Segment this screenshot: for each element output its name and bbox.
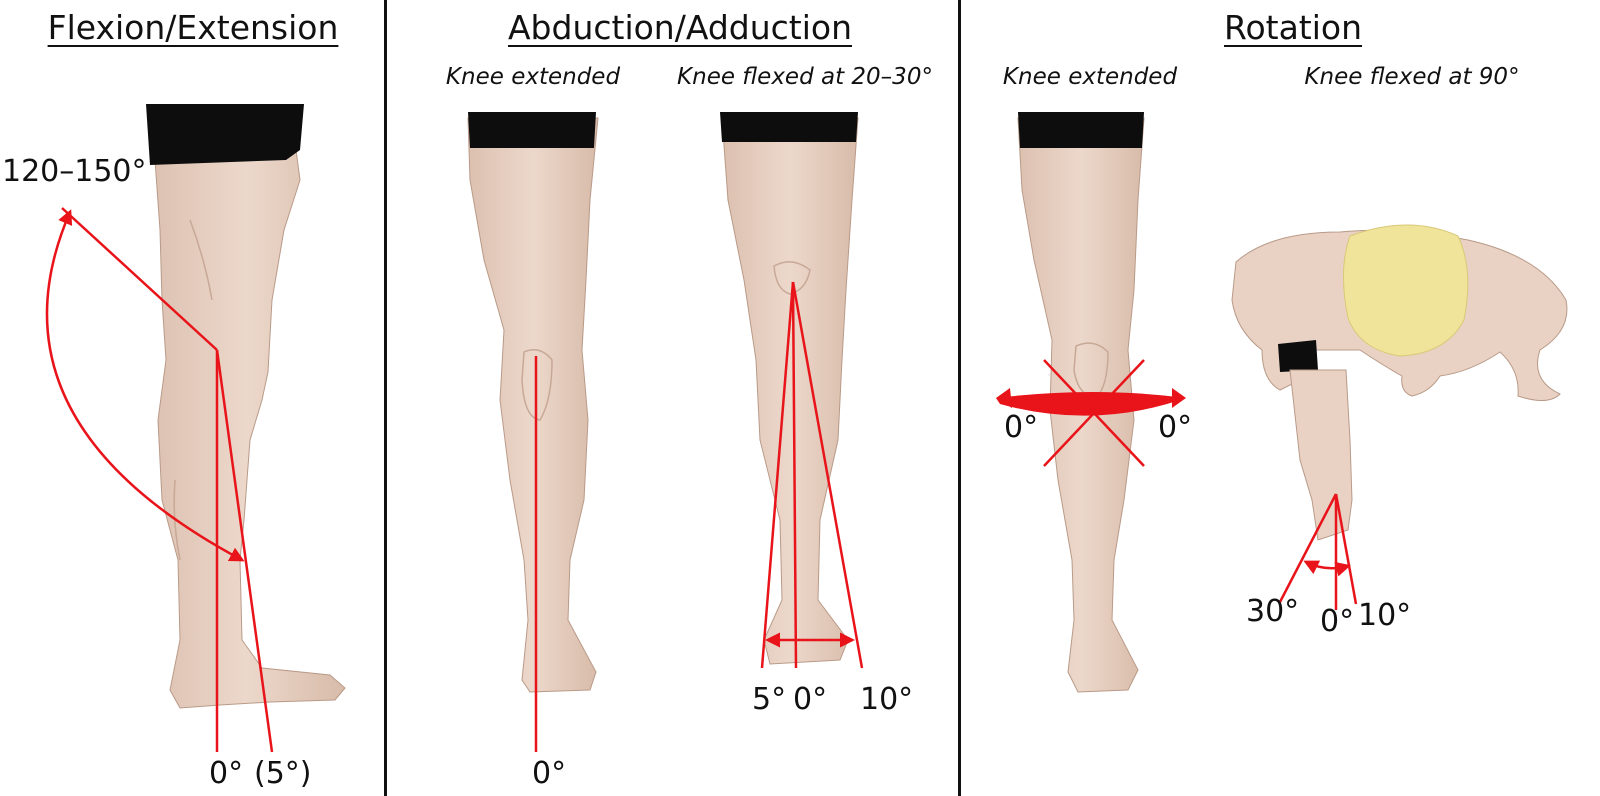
divider-left bbox=[384, 0, 387, 796]
divider-right bbox=[958, 0, 961, 796]
abduction-flexed-center-label: 0° bbox=[793, 682, 828, 717]
internal-rotation-line bbox=[1334, 493, 1358, 605]
panel-title-flexion: Flexion/Extension bbox=[47, 8, 339, 47]
abduction-line bbox=[760, 281, 795, 669]
rotation-extended-right-label: 0° bbox=[1158, 410, 1193, 445]
panel-title-rotation: Rotation bbox=[1223, 8, 1363, 47]
rotation-flexed-center-label: 0° bbox=[1320, 604, 1355, 639]
leg-front-view-icon bbox=[467, 112, 599, 752]
abduction-extended-label: 0° bbox=[532, 756, 567, 791]
leg-side-view-icon bbox=[146, 104, 346, 709]
abduction-flexed-left-label: 5° bbox=[752, 682, 787, 717]
flexion-neutral-label: 0° bbox=[209, 756, 244, 791]
rotation-flexed-right-label: 10° bbox=[1358, 598, 1412, 633]
abduction-subtitle-flexed: Knee flexed at 20–30° bbox=[677, 64, 933, 90]
abduction-subtitle-extended: Knee extended bbox=[445, 64, 621, 90]
adduction-line bbox=[791, 281, 864, 669]
rotation-subtitle-extended: Knee extended bbox=[1002, 64, 1178, 90]
flexed-axis-line bbox=[791, 281, 798, 669]
rotation-flexed-left-label: 30° bbox=[1246, 594, 1300, 629]
leg-flexed-front-view-icon bbox=[720, 112, 864, 669]
abduction-flexed-right-label: 10° bbox=[860, 682, 914, 717]
rotation-subtitle-flexed: Knee flexed at 90° bbox=[1304, 64, 1520, 90]
rotation-extended-left-label: 0° bbox=[1004, 410, 1039, 445]
panel-title-abduction: Abduction/Adduction bbox=[507, 8, 853, 47]
flexion-range-label: 120–150° bbox=[2, 154, 147, 189]
flexion-arc-arrow bbox=[45, 209, 245, 562]
external-rotation-line bbox=[1278, 493, 1338, 603]
hyperextension-label: (5°) bbox=[254, 756, 312, 791]
flexion-angle-lines bbox=[45, 207, 274, 753]
body-top-view-icon bbox=[1231, 224, 1568, 610]
rotation-band bbox=[996, 392, 1186, 416]
rotation-arc-arrow bbox=[1303, 560, 1351, 577]
leg-rotation-view-icon bbox=[996, 112, 1186, 693]
